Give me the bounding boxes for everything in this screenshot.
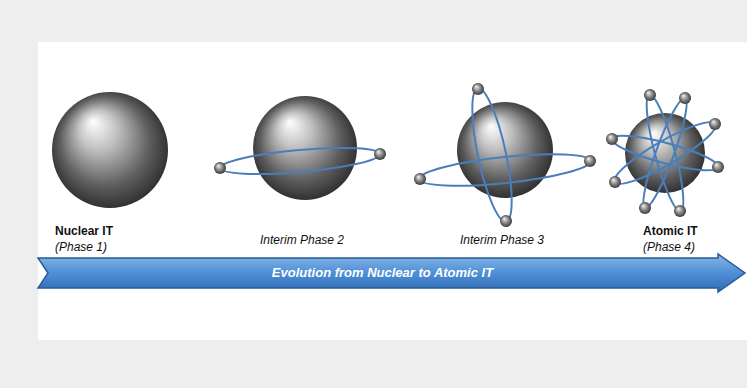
timeline-band: Evolution from Nuclear to Atomic IT — [38, 258, 745, 288]
electron — [472, 83, 484, 95]
orbit — [609, 114, 721, 193]
electron — [214, 162, 226, 174]
electron — [414, 173, 426, 185]
phase-node: Interim Phase 3 — [415, 70, 595, 255]
band-label: Evolution from Nuclear to Atomic IT — [272, 265, 493, 281]
electron — [500, 215, 512, 227]
electron — [374, 148, 386, 160]
phase-node: Interim Phase 2 — [210, 90, 400, 255]
electron — [609, 176, 621, 188]
electron — [679, 92, 691, 104]
orbit — [637, 95, 694, 210]
phase-title: Nuclear IT — [55, 224, 113, 239]
orbit — [464, 86, 520, 225]
electron — [584, 155, 596, 167]
nucleus-sphere — [625, 113, 705, 193]
electron — [606, 133, 618, 145]
electron — [674, 205, 686, 217]
panel — [38, 42, 747, 340]
phase-title: Atomic IT — [643, 224, 698, 239]
phase-node: Nuclear IT(Phase 1) — [40, 80, 190, 260]
electron — [644, 89, 656, 101]
electron — [639, 202, 651, 214]
orbit — [418, 148, 592, 192]
timeline-arrow — [38, 254, 745, 292]
orbit — [640, 92, 690, 213]
orbit — [609, 129, 720, 177]
phase-label: Interim Phase 3 — [460, 233, 544, 248]
phase-label: (Phase 1) — [55, 240, 107, 255]
phase-label: (Phase 4) — [643, 240, 695, 255]
electron — [709, 118, 721, 130]
phase-label: Interim Phase 2 — [260, 233, 344, 248]
orbit — [219, 143, 380, 179]
nucleus-sphere — [52, 92, 168, 208]
phase-node: Atomic IT(Phase 4) — [600, 80, 740, 260]
electron — [712, 161, 724, 173]
